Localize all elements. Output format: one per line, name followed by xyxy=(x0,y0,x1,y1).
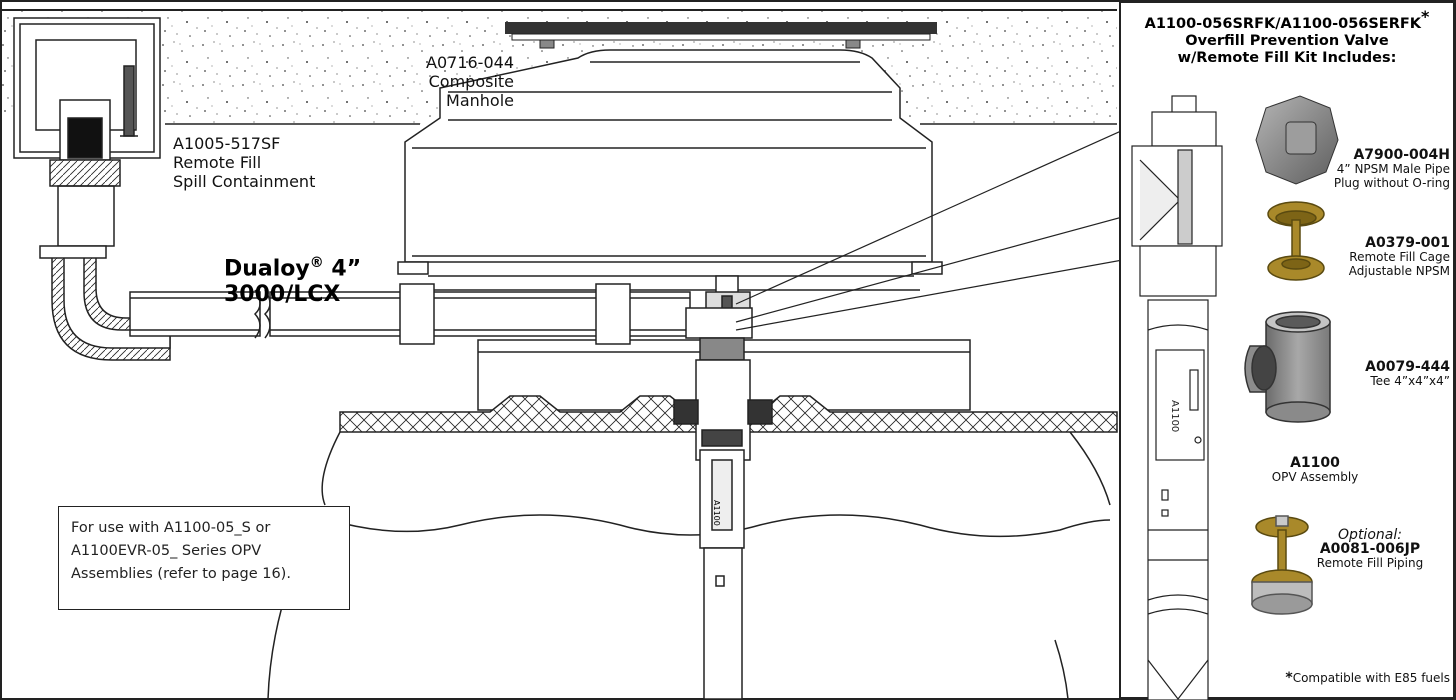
compatibility-footnote: *Compatible with E85 fuels xyxy=(1210,670,1450,686)
pipe-label: Dualoy® 4” 3000/LCX xyxy=(224,250,361,308)
manhole-label: A0716-044 Composite Manhole xyxy=(364,53,514,110)
kit-item-description: OPV Assembly xyxy=(1271,470,1359,484)
pipe-registered-mark: ® xyxy=(309,255,324,271)
pipe-size: 4” xyxy=(323,256,362,282)
spill-description-line2: Spill Containment xyxy=(173,172,316,191)
kit-item-description: Remote Fill Cage xyxy=(1349,250,1450,264)
kit-item-pipe-plug: A7900-004H 4” NPSM Male Pipe Plug withou… xyxy=(1300,148,1450,190)
drop-tube-assembly xyxy=(673,275,773,700)
kit-item-part-number: A1100 xyxy=(1290,455,1340,471)
kit-item-description: 4” NPSM Male Pipe xyxy=(1336,162,1450,176)
kit-title: A1100-056SRFK/A1100-056SERFK* Overfill P… xyxy=(1122,8,1452,67)
footnote-text: Compatible with E85 fuels xyxy=(1292,671,1450,685)
composite-manhole xyxy=(397,49,971,411)
fill-piping-part xyxy=(1251,515,1313,615)
kit-item-part-number: A0379-001 xyxy=(1365,235,1450,251)
kit-item-part-number: A0081-006JP xyxy=(1319,541,1421,557)
kit-item-fill-cage: A0379-001 Remote Fill Cage Adjustable NP… xyxy=(1300,236,1450,278)
kit-item-optional-tag: Optional: xyxy=(1338,527,1402,543)
kit-item-description: Tee 4”x4”x4” xyxy=(1370,374,1450,388)
pipe-model: 3000/LCX xyxy=(224,282,341,308)
manhole-part-number: A0716-044 xyxy=(426,53,514,72)
usage-note-line1: For use with A1100-05_S or xyxy=(71,520,271,536)
kit-title-line3: w/Remote Fill Kit Includes: xyxy=(1177,49,1397,66)
spill-part-number: A1005-517SF xyxy=(173,134,281,153)
footnote-asterisk: * xyxy=(1285,670,1293,686)
svg-text:A1100: A1100 xyxy=(1169,400,1180,432)
kit-item-description: Remote Fill Piping xyxy=(1316,556,1424,570)
kit-item-fill-piping: Optional: A0081-006JP Remote Fill Piping xyxy=(1290,528,1450,570)
drop-tube-valve-mark: A1100 xyxy=(712,500,721,526)
pipe-plug-part xyxy=(1255,95,1339,185)
usage-note-line3: Assemblies (refer to page 16). xyxy=(71,566,291,582)
kit-item-description: Plug without O-ring xyxy=(1333,176,1450,190)
kit-item-part-number: A0079-444 xyxy=(1365,359,1450,375)
spill-containment-label: A1005-517SF Remote Fill Spill Containmen… xyxy=(173,134,315,191)
kit-item-opv-assembly: A1100 OPV Assembly xyxy=(1240,456,1390,484)
pipe-name: Dualoy xyxy=(224,256,310,282)
kit-title-line1: A1100-056SRFK/A1100-056SERFK* xyxy=(1144,7,1430,32)
usage-note-line2: A1100EVR-05_ Series OPV xyxy=(71,543,262,559)
manhole-lid xyxy=(505,22,937,49)
spill-containment xyxy=(13,17,161,247)
kit-item-part-number: A7900-004H xyxy=(1353,147,1450,163)
kit-title-line2: Overfill Prevention Valve xyxy=(1185,32,1389,49)
manhole-description: Composite Manhole xyxy=(428,72,514,110)
spill-description-line1: Remote Fill xyxy=(173,153,262,172)
fill-cage-part xyxy=(1267,201,1325,281)
fill-pipe xyxy=(129,283,691,345)
kit-item-tee: A0079-444 Tee 4”x4”x4” xyxy=(1300,360,1450,388)
opv-exploded: A1100 xyxy=(1131,95,1223,700)
kit-title-asterisk: * xyxy=(1421,7,1430,26)
kit-item-description: Adjustable NPSM xyxy=(1348,264,1450,278)
tee-part xyxy=(1244,311,1331,423)
usage-note: For use with A1100-05_S or A1100EVR-05_ … xyxy=(58,506,350,610)
tank-top xyxy=(267,395,1118,700)
